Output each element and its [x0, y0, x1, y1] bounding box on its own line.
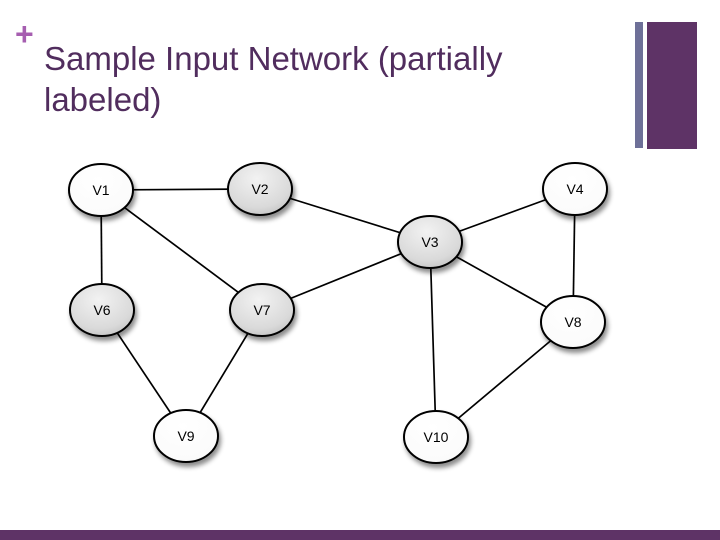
node-V8: V8 — [540, 295, 606, 349]
node-ellipse — [403, 410, 469, 464]
node-ellipse — [69, 283, 135, 337]
edge-V3-V10 — [429, 241, 437, 438]
node-V7: V7 — [229, 283, 295, 337]
node-V3: V3 — [397, 215, 463, 269]
bottom-accent-bar — [0, 530, 720, 540]
page-title: Sample Input Network (partially labeled) — [44, 40, 503, 118]
node-label: V1 — [92, 182, 109, 198]
node-label: V10 — [424, 429, 449, 445]
node-label: V3 — [421, 234, 438, 250]
accent-bar-thin — [635, 22, 643, 148]
node-ellipse — [542, 162, 608, 216]
node-label: V2 — [251, 181, 268, 197]
plus-bullet-icon: + — [15, 16, 34, 52]
node-label: V8 — [564, 314, 581, 330]
node-V4: V4 — [542, 162, 608, 216]
node-V9: V9 — [153, 409, 219, 463]
node-ellipse — [68, 163, 134, 217]
node-label: V9 — [177, 428, 194, 444]
node-label: V4 — [566, 181, 583, 197]
node-label: V6 — [93, 302, 110, 318]
node-ellipse — [540, 295, 606, 349]
node-ellipse — [229, 283, 295, 337]
node-V2: V2 — [227, 162, 293, 216]
node-ellipse — [397, 215, 463, 269]
node-ellipse — [227, 162, 293, 216]
node-label: V7 — [253, 302, 270, 318]
node-V10: V10 — [403, 410, 469, 464]
edge-V1-V7 — [100, 189, 263, 311]
node-V1: V1 — [68, 163, 134, 217]
node-ellipse — [153, 409, 219, 463]
accent-bar-wide — [647, 22, 697, 149]
node-V6: V6 — [69, 283, 135, 337]
